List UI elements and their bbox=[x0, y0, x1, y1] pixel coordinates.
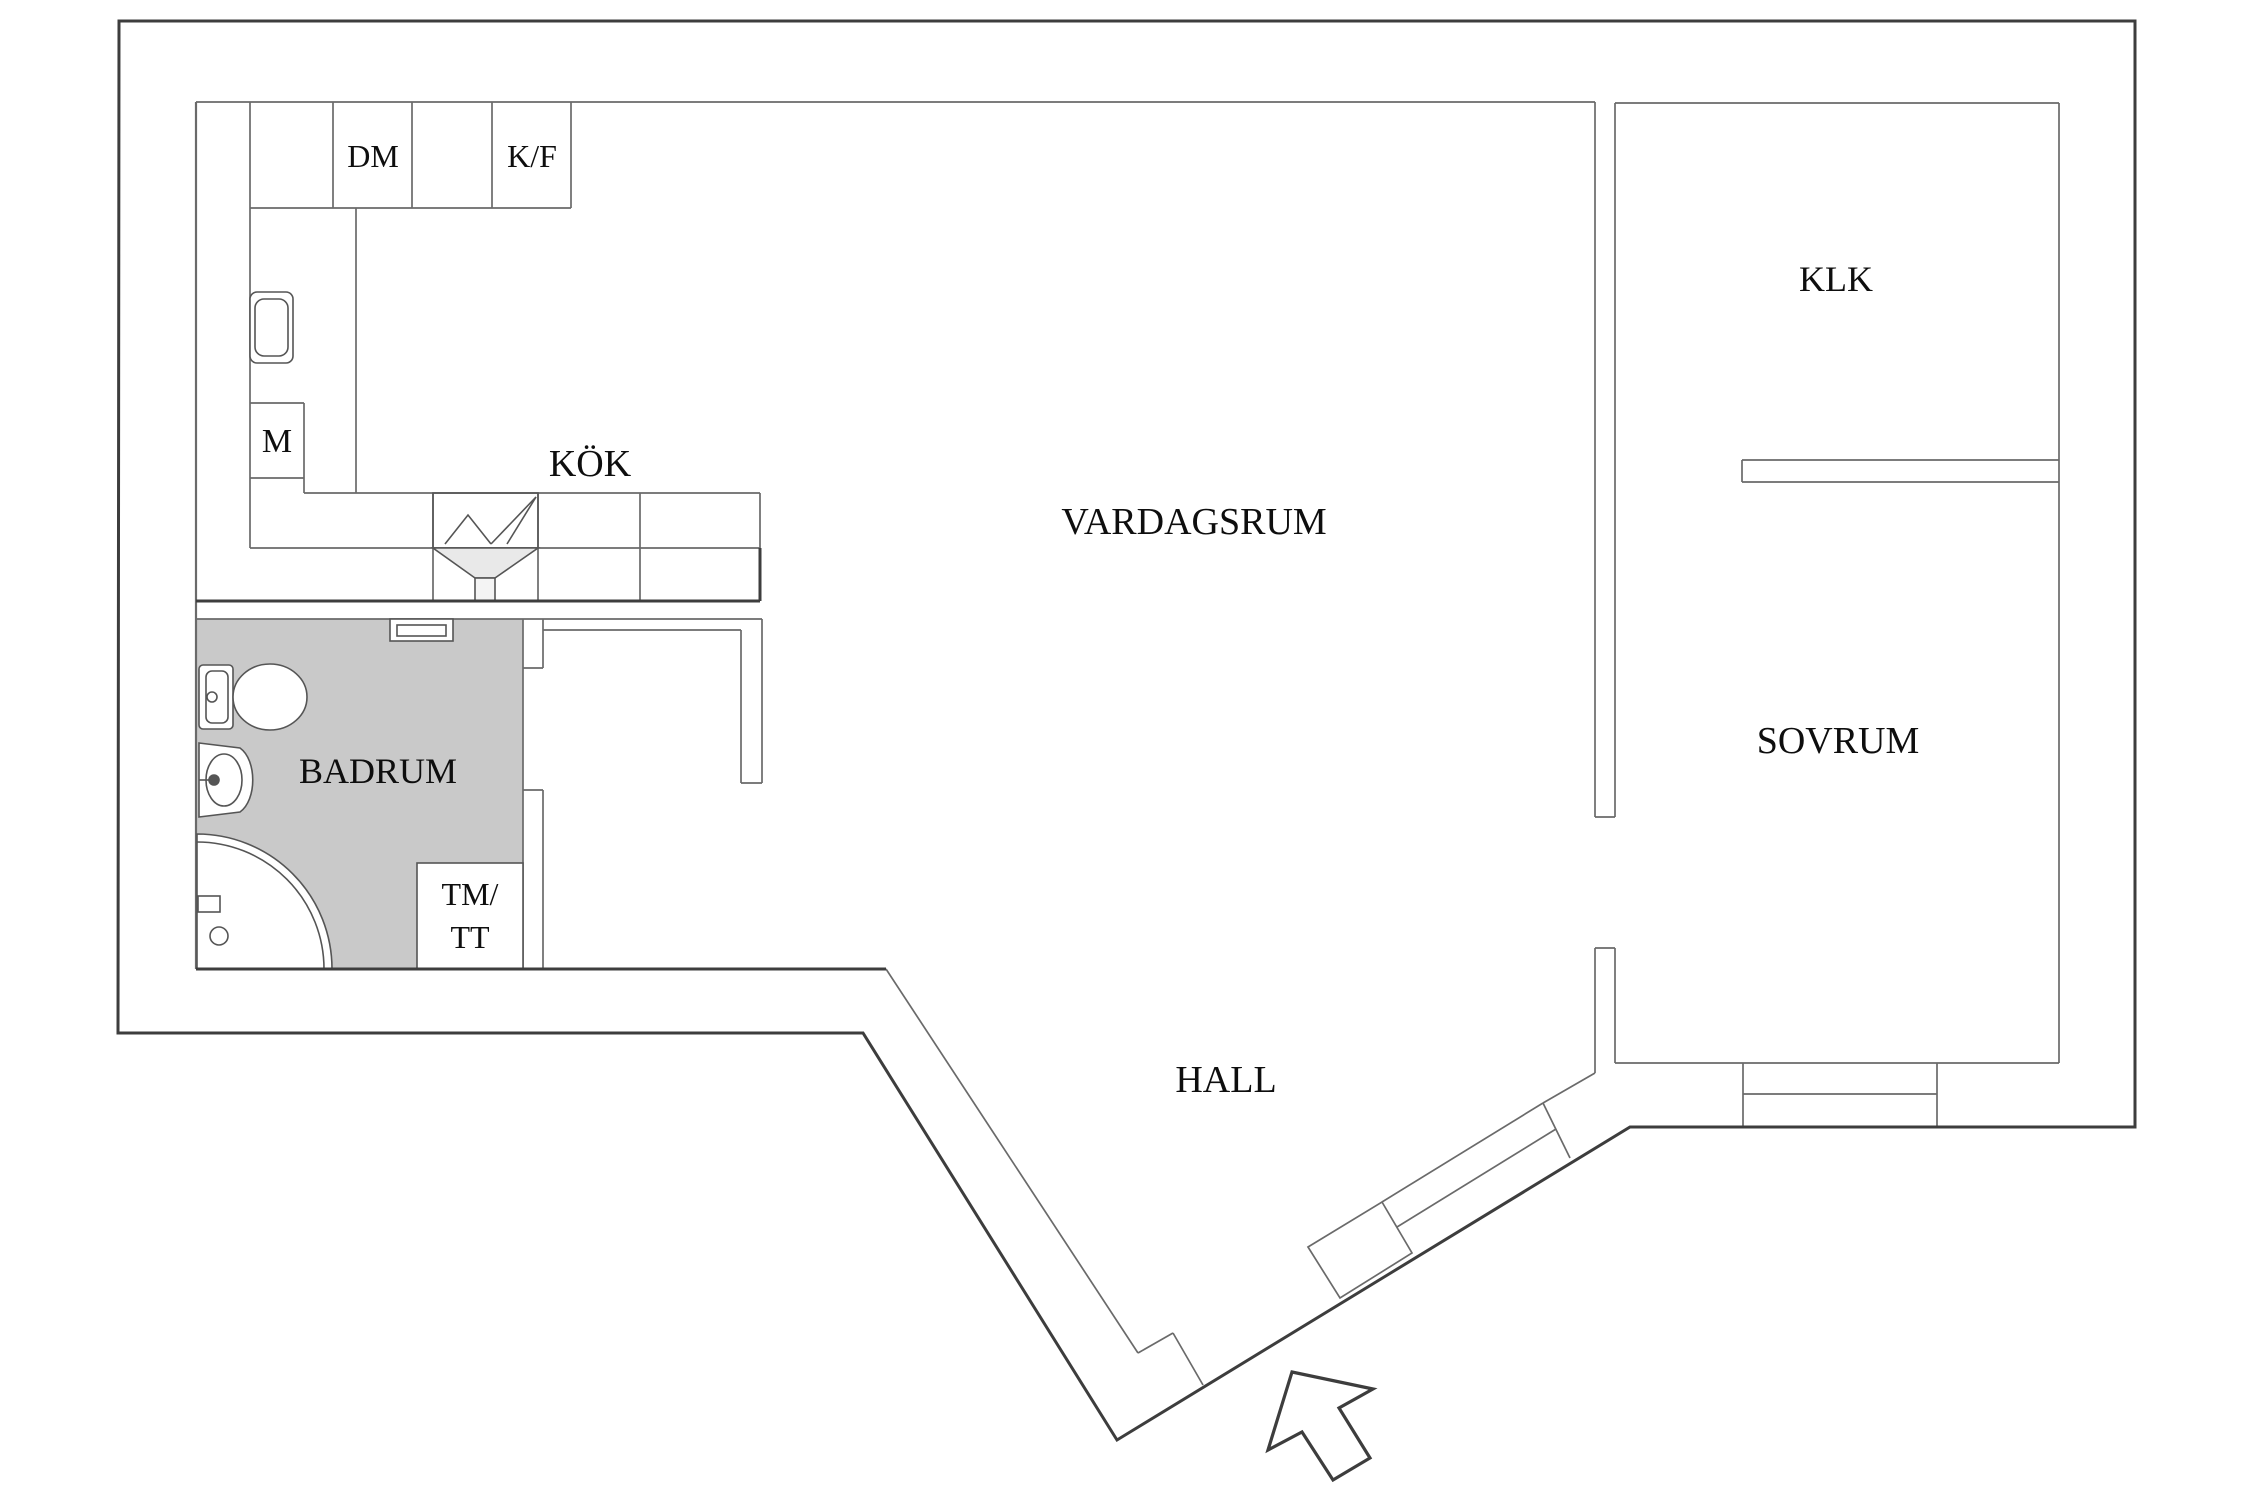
shower-area-inner-arc bbox=[196, 841, 325, 970]
room-label-klk: KLK bbox=[1799, 259, 1873, 299]
entrance-arrow bbox=[1265, 1370, 1378, 1483]
shower-drain bbox=[209, 926, 229, 946]
toilet-icon bbox=[198, 663, 308, 731]
kitchen-sink-basin bbox=[254, 298, 289, 357]
stove-mark-1 bbox=[444, 513, 492, 545]
klk-walls bbox=[1615, 102, 2060, 1063]
toilet-flush-button bbox=[206, 691, 218, 703]
stove-mark-2 bbox=[490, 496, 537, 545]
appliance-label-m: M bbox=[262, 423, 292, 460]
entry-walls bbox=[885, 968, 1596, 1386]
flue-duct bbox=[474, 577, 496, 602]
shower-mixer bbox=[197, 895, 221, 913]
bedroom-window bbox=[1615, 1062, 2059, 1127]
shower-icon bbox=[196, 833, 333, 970]
entry-door-leaf bbox=[1306, 1200, 1414, 1300]
labels: KÖK VARDAGSRUM KLK SOVRUM BADRUM HALL DM… bbox=[262, 138, 1919, 1101]
entry-door-jamb-left bbox=[1172, 1332, 1204, 1386]
washbasin-outline bbox=[198, 742, 254, 818]
washbasin-icon bbox=[198, 742, 254, 818]
appliance-label-kf: K/F bbox=[507, 138, 557, 174]
shower-area bbox=[196, 833, 333, 970]
entry-door-frame-outer-line bbox=[1381, 1102, 1544, 1203]
appliance-label-dm: DM bbox=[347, 138, 399, 174]
room-label-hall: HALL bbox=[1175, 1059, 1276, 1101]
bathroom-fixtures bbox=[196, 618, 524, 970]
entry-door-frame-mid-line bbox=[1396, 1128, 1557, 1228]
niche-outer bbox=[389, 618, 454, 642]
livingroom-bedroom-wall bbox=[1594, 102, 1616, 1073]
interior-walls bbox=[194, 101, 2060, 1386]
outer-walls bbox=[116, 19, 2137, 1443]
hall-corner-wall bbox=[740, 619, 763, 784]
stove-mark-3 bbox=[506, 496, 537, 545]
toilet-tank-inner bbox=[205, 670, 229, 724]
appliance-label-tm: TM/ bbox=[442, 876, 499, 912]
washer-dryer-box bbox=[416, 862, 524, 970]
flue-hood bbox=[430, 547, 541, 579]
kitchen-fixtures bbox=[249, 291, 541, 602]
entry-inner-corner-step bbox=[1137, 1332, 1174, 1354]
hall-left-inner-diagonal bbox=[885, 968, 1139, 1354]
entry-door-jamb-right bbox=[1542, 1102, 1571, 1159]
apartment-outline bbox=[116, 19, 2137, 1443]
niche-inner bbox=[396, 624, 447, 637]
room-label-vardagsrum: VARDAGSRUM bbox=[1061, 501, 1326, 543]
entry-inner-face-right bbox=[1542, 1072, 1596, 1104]
stove-icon bbox=[432, 492, 539, 549]
room-label-sovrum: SOVRUM bbox=[1757, 720, 1920, 762]
room-label-badrum: BADRUM bbox=[299, 751, 457, 791]
room-label-kok: KÖK bbox=[549, 443, 632, 485]
appliance-label-tt: TT bbox=[450, 919, 490, 955]
flue-icon bbox=[430, 547, 541, 602]
kitchen-left-counter bbox=[250, 208, 357, 493]
washbasin-tap-dot bbox=[208, 774, 220, 786]
toilet-bowl bbox=[232, 663, 308, 731]
entrance-arrow-icon bbox=[1265, 1370, 1378, 1483]
kitchen-bottom-counter bbox=[250, 492, 761, 601]
